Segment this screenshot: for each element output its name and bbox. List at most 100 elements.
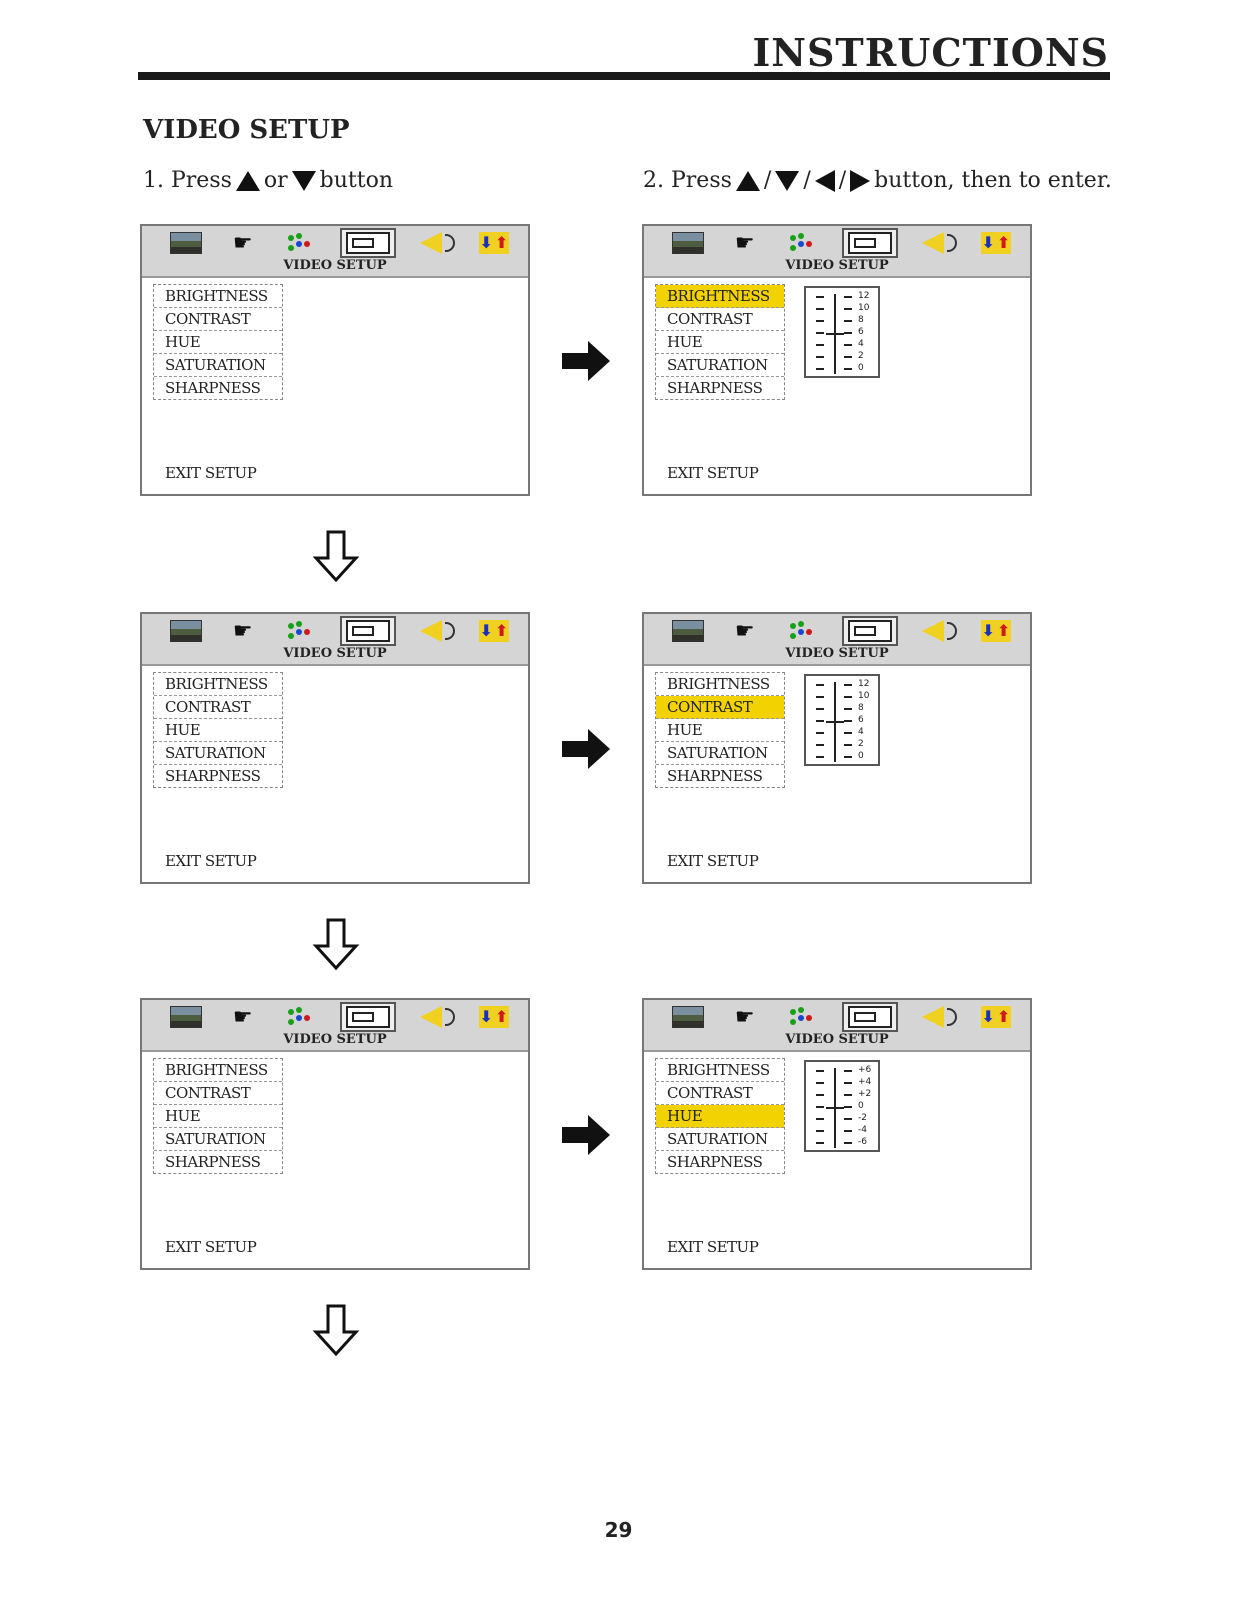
menu-item-sharpness[interactable]: SHARPNESS bbox=[165, 379, 261, 397]
down-triangle-icon bbox=[775, 170, 800, 191]
section-title: VIDEO SETUP bbox=[143, 115, 350, 145]
menu-item-saturation[interactable]: SATURATION bbox=[154, 1128, 282, 1151]
menu-item-sharpness[interactable]: SHARPNESS bbox=[667, 1153, 763, 1171]
tick-mark bbox=[816, 1142, 824, 1144]
menu-item-sharpness[interactable]: SHARPNESS bbox=[165, 1153, 261, 1171]
tick-mark bbox=[844, 344, 852, 346]
step-2-suffix: button, then to enter. bbox=[874, 168, 1112, 193]
picture-icon[interactable] bbox=[170, 619, 202, 643]
menu-item-contrast[interactable]: CONTRAST bbox=[656, 1082, 784, 1105]
menu-item-sharpness[interactable]: SHARPNESS bbox=[667, 767, 763, 785]
color-dots-icon[interactable] bbox=[284, 231, 316, 255]
hand-icon[interactable]: ☛ bbox=[232, 618, 253, 644]
color-dots-icon[interactable] bbox=[284, 619, 316, 643]
menu-item-brightness[interactable]: BRIGHTNESS bbox=[154, 285, 282, 308]
menu-item-hue[interactable]: HUE bbox=[656, 331, 784, 354]
osd-screen-title: VIDEO SETUP bbox=[283, 1032, 387, 1047]
arrows-icon[interactable]: ⬇⬆ bbox=[478, 620, 509, 642]
color-dots-icon[interactable] bbox=[786, 231, 818, 255]
exit-setup-item[interactable]: EXIT SETUP bbox=[667, 464, 759, 482]
tick-mark bbox=[816, 1130, 824, 1132]
arrows-icon[interactable]: ⬇⬆ bbox=[980, 620, 1011, 642]
color-dots-icon[interactable] bbox=[786, 1005, 818, 1029]
hand-icon[interactable]: ☛ bbox=[734, 618, 755, 644]
menu-item-saturation[interactable]: SATURATION bbox=[656, 742, 784, 765]
color-dots-icon[interactable] bbox=[284, 1005, 316, 1029]
hand-icon[interactable]: ☛ bbox=[232, 1004, 253, 1030]
menu-item-saturation[interactable]: SATURATION bbox=[154, 354, 282, 377]
speaker-icon[interactable] bbox=[419, 231, 455, 255]
picture-icon[interactable] bbox=[672, 231, 704, 255]
tv-icon[interactable] bbox=[340, 616, 397, 646]
tv-icon[interactable] bbox=[340, 1002, 397, 1032]
menu-item-saturation[interactable]: SATURATION bbox=[656, 1128, 784, 1151]
scale-tick: 2 bbox=[816, 739, 876, 750]
menu-item-hue[interactable]: HUE bbox=[154, 1105, 282, 1128]
menu-item-saturation[interactable]: SATURATION bbox=[154, 742, 282, 765]
tv-icon[interactable] bbox=[842, 616, 899, 646]
picture-icon[interactable] bbox=[672, 1005, 704, 1029]
menu-item-contrast[interactable]: CONTRAST bbox=[154, 696, 282, 719]
hand-icon[interactable]: ☛ bbox=[734, 1004, 755, 1030]
menu-item-brightness[interactable]: BRIGHTNESS bbox=[154, 1059, 282, 1082]
arrows-icon[interactable]: ⬇⬆ bbox=[980, 1006, 1011, 1028]
step-1-suffix: button bbox=[319, 168, 394, 193]
speaker-icon[interactable] bbox=[921, 619, 957, 643]
picture-icon[interactable] bbox=[672, 619, 704, 643]
menu-item-contrast[interactable]: CONTRAST bbox=[656, 308, 784, 331]
picture-icon[interactable] bbox=[170, 231, 202, 255]
scale-tick: +4 bbox=[816, 1077, 876, 1088]
tv-icon[interactable] bbox=[340, 228, 397, 258]
scale-tick: 10 bbox=[816, 303, 876, 314]
exit-setup-item[interactable]: EXIT SETUP bbox=[165, 852, 257, 870]
osd-screen-title: VIDEO SETUP bbox=[785, 1032, 889, 1047]
tv-icon[interactable] bbox=[842, 1002, 899, 1032]
menu-item-contrast[interactable]: CONTRAST bbox=[154, 1082, 282, 1105]
exit-setup-item[interactable]: EXIT SETUP bbox=[667, 852, 759, 870]
menu-item-hue[interactable]: HUE bbox=[656, 719, 784, 742]
arrows-icon[interactable]: ⬇⬆ bbox=[478, 232, 509, 254]
menu-item-hue[interactable]: HUE bbox=[154, 331, 282, 354]
speaker-icon[interactable] bbox=[419, 619, 455, 643]
menu-item-hue[interactable]: HUE bbox=[154, 719, 282, 742]
scale-knob[interactable] bbox=[826, 333, 844, 335]
tick-mark bbox=[816, 1118, 824, 1120]
menu-item-sharpness[interactable]: SHARPNESS bbox=[667, 379, 763, 397]
menu-item-contrast[interactable]: CONTRAST bbox=[656, 696, 784, 719]
right-arrow-icon bbox=[562, 729, 610, 769]
menu-item-contrast[interactable]: CONTRAST bbox=[154, 308, 282, 331]
tick-mark bbox=[816, 308, 824, 310]
menu-item-hue[interactable]: HUE bbox=[656, 1105, 784, 1128]
menu-item-brightness[interactable]: BRIGHTNESS bbox=[154, 673, 282, 696]
scale-knob[interactable] bbox=[826, 1107, 844, 1109]
tick-mark bbox=[844, 368, 852, 370]
scale-label: 2 bbox=[858, 739, 864, 749]
speaker-icon[interactable] bbox=[921, 231, 957, 255]
hand-icon[interactable]: ☛ bbox=[232, 230, 253, 256]
menu-item-saturation[interactable]: SATURATION bbox=[656, 354, 784, 377]
exit-setup-item[interactable]: EXIT SETUP bbox=[165, 464, 257, 482]
down-arrow-icon bbox=[312, 1304, 360, 1357]
arrows-icon[interactable]: ⬇⬆ bbox=[478, 1006, 509, 1028]
scale-label: 0 bbox=[858, 1101, 864, 1111]
color-dots-icon[interactable] bbox=[786, 619, 818, 643]
exit-setup-item[interactable]: EXIT SETUP bbox=[165, 1238, 257, 1256]
menu-item-brightness[interactable]: BRIGHTNESS bbox=[656, 1059, 784, 1082]
scale-knob[interactable] bbox=[826, 721, 844, 723]
hand-icon[interactable]: ☛ bbox=[734, 230, 755, 256]
arrows-icon[interactable]: ⬇⬆ bbox=[980, 232, 1011, 254]
picture-icon[interactable] bbox=[170, 1005, 202, 1029]
tick-mark bbox=[816, 356, 824, 358]
menu-item-sharpness[interactable]: SHARPNESS bbox=[165, 767, 261, 785]
speaker-icon[interactable] bbox=[921, 1005, 957, 1029]
tv-icon[interactable] bbox=[842, 228, 899, 258]
menu-item-brightness[interactable]: BRIGHTNESS bbox=[656, 673, 784, 696]
speaker-icon[interactable] bbox=[419, 1005, 455, 1029]
menu-item-brightness[interactable]: BRIGHTNESS bbox=[656, 285, 784, 308]
exit-setup-item[interactable]: EXIT SETUP bbox=[667, 1238, 759, 1256]
